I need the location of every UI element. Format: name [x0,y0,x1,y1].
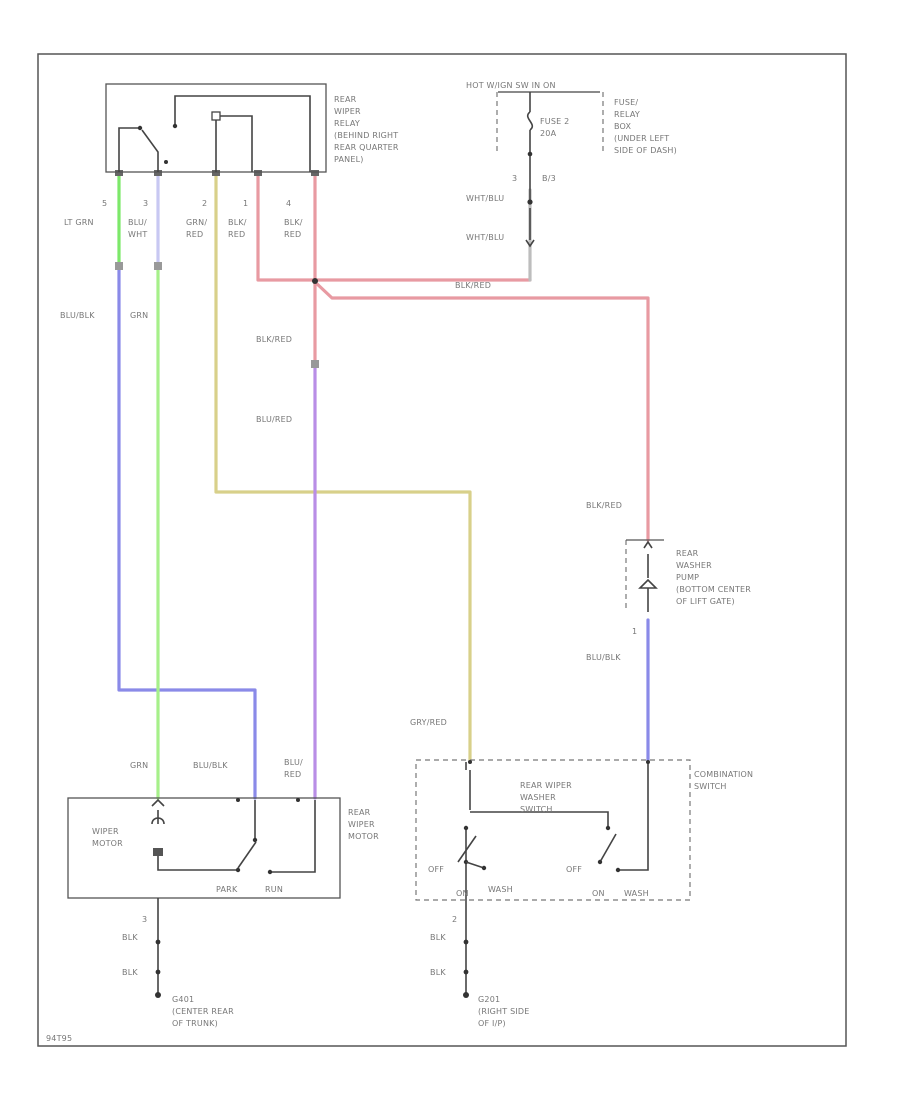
fuse-box-title-line: FUSE/ [614,98,638,107]
wire-label: BLU/BLK [60,311,95,320]
combo-off-label: OFF [428,865,444,874]
wire-label: BLU/ [284,758,303,767]
ground-labels: G401 (CENTER REAR OF TRUNK) G201 (RIGHT … [172,995,530,1028]
ground-g201: G201 [478,995,500,1004]
combo-off-label: OFF [566,865,582,874]
relay-pin-wire-label: LT GRN [64,218,94,227]
ground-g401: G401 [172,995,194,1004]
relay-title-line: REAR [334,95,357,104]
relay-pin-wire-label: GRN/ [186,218,207,227]
motor-title-line: WIPER [348,820,375,829]
combo-inner-label: WASHER [520,793,556,802]
combo-pin-number: 2 [452,915,457,924]
motor-inner-label: WIPER [92,827,119,836]
combo-wash-label: WASH [488,885,513,894]
pump-pin-number: 1 [632,627,637,636]
ground-g201: OF I/P) [478,1019,506,1028]
combo-inner-label: SWITCH [520,805,553,814]
wires [117,170,650,800]
relay-pin-number: 1 [243,199,248,208]
pump-title-line: REAR [676,549,699,558]
pump-title-line: OF LIFT GATE) [676,597,735,606]
wire-label: BLK/RED [256,335,292,344]
wire-label: GRY/RED [410,718,447,727]
hot-in-on-label: HOT W/IGN SW IN ON [466,81,556,90]
ground-g401: (CENTER REAR [172,1007,234,1016]
wire-label: BLK [122,933,138,942]
combo-title-line: SWITCH [694,782,727,791]
ground-g201: (RIGHT SIDE [478,1007,530,1016]
relay-title-line: WIPER [334,107,361,116]
wire-label: RED [284,770,301,779]
wire-label: BLU/BLK [586,653,621,662]
fuse-box-title-line: SIDE OF DASH) [614,146,677,155]
combo-on-label: ON [592,889,605,898]
relay-pin-number: 3 [143,199,148,208]
combo-on-label: ON [456,889,469,898]
motor-title-line: REAR [348,808,371,817]
combo-inner-label: REAR WIPER [520,781,572,790]
wire-label: BLU/RED [256,415,292,424]
pump-title-line: PUMP [676,573,699,582]
motor-title-line: MOTOR [348,832,379,841]
relay-pin-wire-label: BLU/ [128,218,147,227]
pump-title-line: WASHER [676,561,712,570]
wire-label: GRN [130,311,148,320]
rear-wiper-relay: REAR WIPER RELAY (BEHIND RIGHT REAR QUAR… [64,83,399,239]
relay-pin-wire-label: RED [228,230,245,239]
wire-gry-red [214,170,472,762]
fuse-relay-box: HOT W/IGN SW IN ON FUSE 2 20A FUSE/ RELA… [466,81,677,248]
pump-title-line: (BOTTOM CENTER [676,585,751,594]
relay-title-line: RELAY [334,119,360,128]
wire-blk-red-pump [313,280,650,542]
wire-labels: BLU/BLK GRN BLK/RED BLK/RED BLU/RED BLK/… [60,281,622,779]
relay-title-line: PANEL) [334,155,364,164]
wire-blk-red-pin1 [256,170,532,282]
relay-title-line: (BEHIND RIGHT [334,131,398,140]
diagram-frame [37,53,847,1047]
ground-g401: OF TRUNK) [172,1019,218,1028]
motor-pin-number: 3 [142,915,147,924]
relay-pin-number: 2 [202,199,207,208]
wht-blu-label: WHT/BLU [466,233,504,242]
wire-label: BLK/RED [455,281,491,290]
fuse-box-title-line: RELAY [614,110,640,119]
wire-label: BLK [430,968,446,977]
wire-blu-blk-left [117,268,257,800]
relay-pin-number: 4 [286,199,291,208]
connector-pins [115,170,319,368]
rear-wiper-motor: WIPER MOTOR PARK RUN REAR WIPER MOTOR 3 … [67,797,379,998]
diagram-id: 94T95 [46,1034,72,1043]
combo-wash-label: WASH [624,889,649,898]
relay-pin-wire-label: WHT [128,230,147,239]
relay-pin-wire-label: RED [284,230,301,239]
rear-washer-pump: REAR WASHER PUMP (BOTTOM CENTER OF LIFT … [625,539,751,636]
wire-label: BLK/RED [586,501,622,510]
wire-label: BLK [430,933,446,942]
relay-pin-number: 5 [102,199,107,208]
motor-run-label: RUN [265,885,283,894]
combination-switch: REAR WIPER WASHER SWITCH OFF WASH ON OFF… [415,759,753,998]
wire-label: GRN [130,761,148,770]
relay-pin-wire-label: RED [186,230,203,239]
fuse-box-title-line: (UNDER LEFT [614,134,669,143]
relay-pin-wire-label: BLK/ [284,218,303,227]
fuse-label: 20A [540,129,557,138]
relay-pin-wire-label: BLK/ [228,218,247,227]
fuse-label: FUSE 2 [540,117,569,126]
motor-park-label: PARK [216,885,238,894]
motor-inner-label: MOTOR [92,839,123,848]
splice-junction [312,278,318,284]
fuse-box-connector: B/3 [542,174,556,183]
wht-blu-label: WHT/BLU [466,194,504,203]
fuse-box-pin-number: 3 [512,174,517,183]
relay-title-line: REAR QUARTER [334,143,399,152]
wire-label: BLU/BLK [193,761,228,770]
wire-label: BLK [122,968,138,977]
fuse-box-title-line: BOX [614,122,632,131]
combo-title-line: COMBINATION [694,770,753,779]
